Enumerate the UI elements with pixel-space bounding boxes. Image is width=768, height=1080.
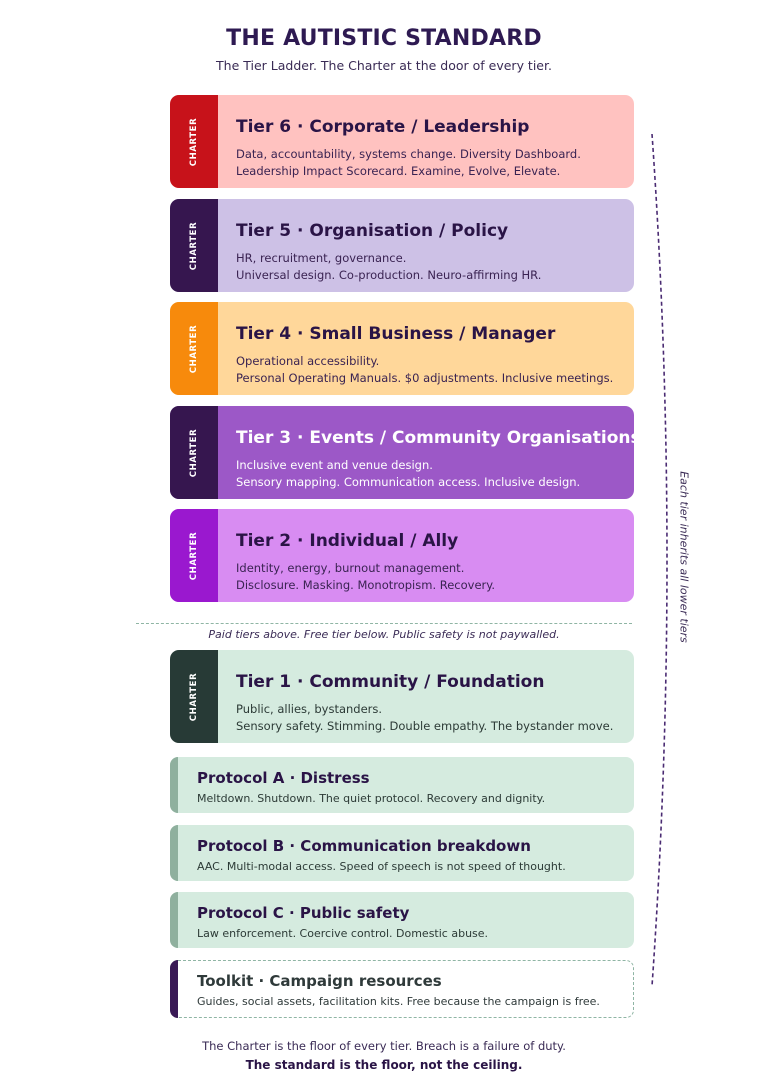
protocol-c-card: Protocol C · Public safety Law enforceme… <box>170 892 634 948</box>
tier-description-line-1: Operational accessibility. <box>236 354 380 368</box>
charter-tab: CHARTER <box>170 95 218 188</box>
tier-description-line-1: Inclusive event and venue design. <box>236 458 433 472</box>
protocol-accent-bar <box>170 892 178 948</box>
tier-description-line-1: Identity, energy, burnout management. <box>236 561 465 575</box>
tier-2-card: CHARTER Tier 2 · Individual / Ally Ident… <box>170 509 634 602</box>
charter-tab: CHARTER <box>170 406 218 499</box>
toolkit-heading: Toolkit · Campaign resources <box>197 972 442 990</box>
divider-note: Paid tiers above. Free tier below. Publi… <box>208 628 560 641</box>
toolkit-description: Guides, social assets, facilitation kits… <box>197 995 600 1008</box>
toolkit-accent-bar <box>170 960 178 1018</box>
page-subtitle: The Tier Ladder. The Charter at the door… <box>216 58 552 73</box>
tier-heading: Tier 3 · Events / Community Organisation… <box>236 428 634 448</box>
tier-description-line-2: Personal Operating Manuals. $0 adjustmen… <box>236 371 614 385</box>
tier-heading: Tier 1 · Community / Foundation <box>236 672 545 692</box>
tier-description-line-2: Sensory mapping. Communication access. I… <box>236 475 581 489</box>
protocol-heading: Protocol B · Communication breakdown <box>197 837 531 855</box>
charter-tab-label: CHARTER <box>189 428 199 477</box>
tier-3-card: CHARTER Tier 3 · Events / Community Orga… <box>170 406 634 499</box>
charter-tab: CHARTER <box>170 509 218 602</box>
tier-description-line-1: Public, allies, bystanders. <box>236 702 383 716</box>
tier-heading: Tier 2 · Individual / Ally <box>236 531 459 551</box>
paid-free-divider <box>136 623 632 624</box>
charter-tab-label: CHARTER <box>189 531 199 580</box>
charter-tab: CHARTER <box>170 302 218 395</box>
tier-heading: Tier 5 · Organisation / Policy <box>236 221 509 241</box>
charter-tab: CHARTER <box>170 650 218 743</box>
inheritance-arc <box>651 133 668 987</box>
protocol-b-card: Protocol B · Communication breakdown AAC… <box>170 825 634 881</box>
tier-heading: Tier 4 · Small Business / Manager <box>236 324 556 344</box>
footer-note: The Charter is the floor of every tier. … <box>202 1039 566 1053</box>
inheritance-bracket <box>651 133 668 987</box>
tier-description-line-2: Leadership Impact Scorecard. Examine, Ev… <box>236 164 561 178</box>
protocol-accent-bar <box>170 757 178 813</box>
tier-5-card: CHARTER Tier 5 · Organisation / Policy H… <box>170 199 634 292</box>
tier-description-line-2: Universal design. Co-production. Neuro-a… <box>236 268 542 282</box>
footer-tagline: The standard is the floor, not the ceili… <box>245 1058 523 1072</box>
tier-heading: Tier 6 · Corporate / Leadership <box>236 117 530 137</box>
tier-4-card: CHARTER Tier 4 · Small Business / Manage… <box>170 302 634 395</box>
tier-6-card: CHARTER Tier 6 · Corporate / Leadership … <box>170 95 634 188</box>
inheritance-label: Each tier inherits all lower tiers <box>677 471 691 643</box>
protocol-heading: Protocol C · Public safety <box>197 904 410 922</box>
protocol-description: AAC. Multi-modal access. Speed of speech… <box>197 860 566 873</box>
toolkit-card: Toolkit · Campaign resources Guides, soc… <box>170 960 634 1018</box>
tier-description-line-2: Sensory safety. Stimming. Double empathy… <box>236 719 614 733</box>
tier-1-card: CHARTER Tier 1 · Community / Foundation … <box>170 650 634 743</box>
charter-tab-label: CHARTER <box>189 221 199 270</box>
charter-tab-label: CHARTER <box>189 672 199 721</box>
protocol-accent-bar <box>170 825 178 881</box>
charter-tab-label: CHARTER <box>189 324 199 373</box>
tier-description-line-1: Data, accountability, systems change. Di… <box>236 147 581 161</box>
tier-description-line-2: Disclosure. Masking. Monotropism. Recove… <box>236 578 496 592</box>
page-title: THE AUTISTIC STANDARD <box>226 26 542 51</box>
protocol-description: Meltdown. Shutdown. The quiet protocol. … <box>197 792 546 805</box>
protocol-a-card: Protocol A · Distress Meltdown. Shutdown… <box>170 757 634 813</box>
tier-description-line-1: HR, recruitment, governance. <box>236 251 407 265</box>
charter-tab-label: CHARTER <box>189 117 199 166</box>
protocol-heading: Protocol A · Distress <box>197 769 370 787</box>
protocol-description: Law enforcement. Coercive control. Domes… <box>197 927 489 940</box>
charter-tab: CHARTER <box>170 199 218 292</box>
